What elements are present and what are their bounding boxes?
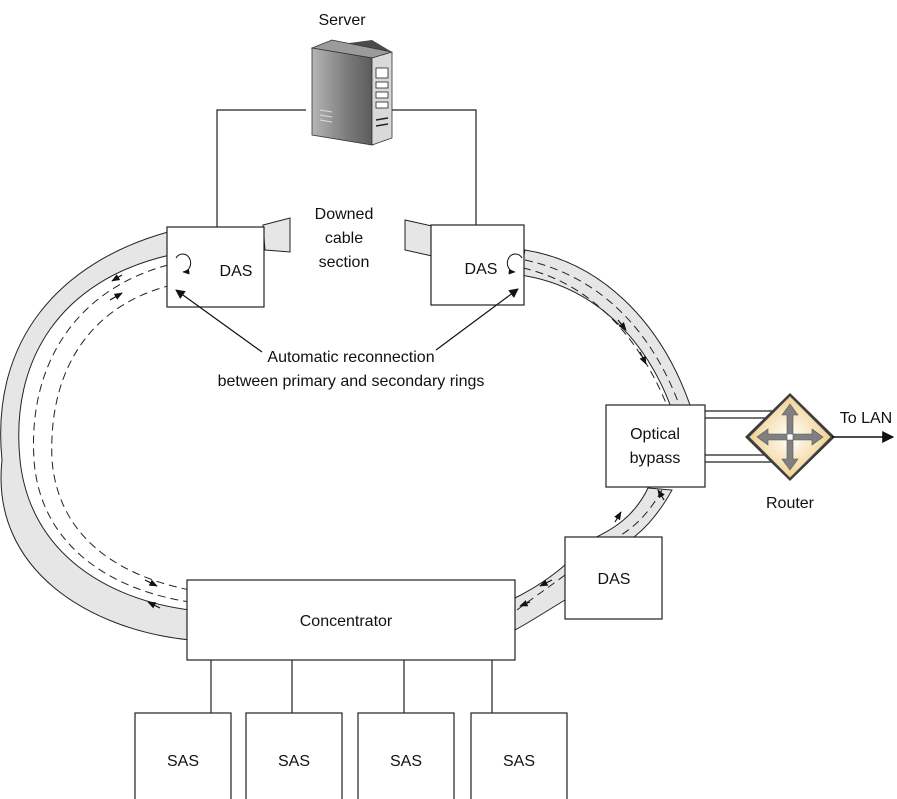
ring-arrow (147, 601, 161, 609)
optical-bypass-line1: Optical (630, 426, 680, 443)
server-tower-icon (310, 39, 393, 146)
ring-arrow (539, 579, 553, 587)
das-right-label: DAS (465, 261, 498, 278)
das-left-label: DAS (220, 263, 253, 280)
das-lower-label: DAS (598, 571, 631, 588)
downed-cable-stub-left (262, 217, 291, 253)
ring-arrow (109, 292, 123, 301)
concentrator-label: Concentrator (300, 613, 393, 630)
sas-label-3: SAS (390, 753, 422, 770)
router-label: Router (766, 495, 815, 512)
ring-arrow (519, 600, 531, 607)
concentrator-box (186, 579, 516, 661)
ring-arrow (617, 319, 627, 331)
downed-label-line2: cable (325, 230, 363, 247)
sas-box-1 (134, 712, 232, 799)
sas-box-4 (470, 712, 568, 799)
server-label: Server (318, 12, 366, 29)
server-connections (216, 109, 477, 228)
sas-label-1: SAS (167, 753, 199, 770)
sas-label-4: SAS (503, 753, 535, 770)
das-right-loopback-icon (506, 253, 523, 275)
downed-label-line3: section (319, 254, 370, 271)
downed-cable-stub-right (404, 219, 433, 257)
optical-bypass-box (605, 404, 706, 488)
sas-box-2 (245, 712, 343, 799)
sas-label-2: SAS (278, 753, 310, 770)
ring-arrow (657, 489, 665, 501)
ring-direction-arrows (109, 274, 665, 609)
concentrator-sas-links (210, 660, 493, 713)
ring-arrow (111, 274, 123, 282)
sas-box-3 (357, 712, 455, 799)
ring-arrow (639, 351, 647, 365)
reconnect-label-line1: Automatic reconnection (267, 349, 434, 366)
ring-arrow (144, 579, 158, 587)
reconnect-label-line2: between primary and secondary rings (218, 373, 485, 390)
das-lower-box (564, 536, 663, 620)
optical-bypass-line2: bypass (630, 450, 681, 467)
ring-arrow (614, 511, 622, 523)
downed-label-line1: Downed (315, 206, 374, 223)
reconnect-arrow-left (175, 289, 263, 353)
das-left-loopback-icon (175, 253, 192, 275)
ring-dashed-paths (32, 259, 681, 611)
reconnect-arrow-right (435, 288, 519, 351)
to-lan-label: To LAN (840, 410, 892, 427)
router-icon (745, 393, 835, 481)
